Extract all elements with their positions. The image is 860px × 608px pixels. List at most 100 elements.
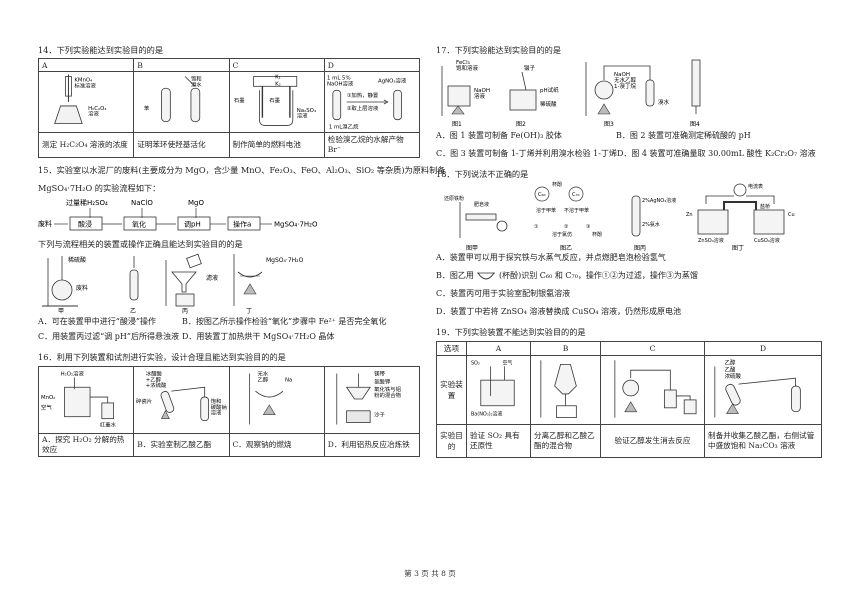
q16-caption-c: C．观察钠的燃烧 (228, 433, 325, 457)
q15-flow-reagent3: MgO (188, 199, 204, 207)
q15-flow-start: 废料 (38, 219, 52, 228)
q15-fig-ding: 丁 (246, 308, 252, 314)
q15-option-d: D．用装置丁加热烘干 MgSO₄·7H₂O 晶体 (182, 332, 335, 341)
q15-fig-filtrate: 滤液 (206, 274, 218, 282)
q18-fig-sol1: 溶于甲苯 (536, 207, 556, 214)
q19-fig-c (600, 355, 705, 425)
q15-flow-box1: 酸浸 (78, 220, 92, 229)
q15-options-row-1: A．可在装置甲中进行“酸浸”操作 B．按图乙所示操作检验“氧化”步骤中 Fe²⁺… (38, 316, 420, 328)
q19-d-2: 乙酸 (725, 365, 736, 373)
q17-fig-naoh2: 溶液 (474, 92, 486, 100)
q18-fig-agno3: 2%AgNO₃溶液 (642, 197, 676, 204)
q14-a-label-h2c2o4: H₂C₂O₄ (88, 106, 107, 112)
q19-fig-b (530, 355, 601, 425)
q19-header-b: B (530, 341, 601, 356)
thermite-icon: 镁带 氯酸钾 氧化铁与铝 粉的混合物 沙子 (336, 369, 401, 425)
q19-header-a: A (466, 341, 531, 356)
q15-apparatus-figure: 稀硫酸 废料 甲 乙 滤液 丙 MgSO₄·7H₂O 丁 (42, 253, 304, 314)
q14-fig-b: 饱和 溴水 苯 (133, 71, 230, 133)
q15-options-row-2: C．用装置丙过滤“调 pH”后所得悬浊液 D．用装置丁加热烘干 MgSO₄·7H… (38, 331, 420, 343)
q18-apparatus-figure: 还原铁粉 肥皂液 图甲 C₆₀ C₇₀ 杯酚 溶于甲苯 不溶于甲苯 ① ② ③ … (444, 181, 795, 252)
q14-a-label-std: 标准溶液 (74, 81, 96, 89)
q16-fig-c: Na 无水 乙醇 (228, 366, 325, 434)
q16-d-mix: 氧化铁与铝 (374, 385, 401, 393)
ester-prep-icon: 冰醋酸 +乙醇 +浓硫酸 碎瓷片 饱和 碳酸钠 溶液 (136, 369, 227, 422)
q14-b-label-water: 饱和 (191, 74, 202, 82)
q16-a-air: 空气 (41, 403, 52, 411)
q16-d-kclo3: 氯酸钾 (374, 377, 390, 385)
q19-header-c: C (600, 341, 705, 356)
q17-options-row-2: C．图 3 装置可制备 1-丁烯并利用溴水检验 1-丁烯 D．图 4 装置可准确… (436, 148, 822, 160)
q14-caption-d: 检验溴乙烷的水解产物 Br⁻ (323, 132, 421, 158)
q18-option-b-prefix: B．图乙用 (436, 271, 474, 280)
q19-d-1: 乙醇 (725, 358, 736, 366)
q15-stem-1: 15．实验室以水泥厂的废料(主要成分为 MgO，含少量 MnO、Fe₂O₃、Fe… (38, 165, 446, 175)
q17-fig-r3-2: 无水乙醇 (614, 76, 637, 84)
q16-b-mix2: 碳酸钠 (211, 403, 227, 411)
q18-fig-iron: 还原铁粉 (444, 195, 464, 202)
q16-b-chips: 碎瓷片 (136, 397, 152, 405)
q18-fig-bridge: 盐桥 (760, 203, 770, 210)
q17-option-c: C．图 3 装置可制备 1-丁烯并利用溴水检验 1-丁烯 (436, 149, 617, 158)
q16-b-ethanol: +乙醇 (146, 375, 162, 383)
q19-fig-a: SO₂ 空气 Ba(NO₃)₂溶液 (466, 355, 531, 425)
h2o2-decomposition-icon: H₂O₂溶液 MnO₂ 空气 红墨水 (41, 369, 117, 428)
q14-stem: 14．下列实验能达到实验目的的是 (38, 45, 164, 55)
q17-fig-br: 溴水 (658, 98, 670, 106)
q16-caption-b: B．实验室制乙酸乙酯 (133, 433, 230, 457)
q16-a-mno2: MnO₂ (41, 395, 55, 401)
q18-fig-cal2: 杯酚 (592, 231, 602, 238)
q14-caption-b: 证明苯环使羟基活化 (133, 132, 230, 158)
q14-header-c: C (228, 58, 325, 72)
q15-flow-box2: 氧化 (132, 220, 146, 229)
q17-fig-ph: pH试纸 (540, 86, 559, 94)
q14-d-label-line1: 1 mL 5% (327, 75, 351, 81)
q14-b-label-benzene: 苯 (144, 104, 150, 112)
q17-fig-label-2: 图2 (516, 121, 526, 128)
q18-fig-meter: 电流表 (748, 183, 763, 190)
q17-fig-label-3: 图3 (604, 121, 614, 128)
test-tubes-icon: 饱和 溴水 苯 (144, 74, 203, 123)
q19-stem: 19．下列实验装置不能达到实验目的的是 (436, 327, 586, 337)
q17-option-b: B．图 2 装置可准确测定稀硫酸的 pH (616, 131, 751, 140)
q19-caption-a: 验证 SO₂ 具有还原性 (466, 424, 531, 458)
q14-table: A B C D KMnO₄ 标准溶液 H₂C₂O₄ 溶液 (37, 58, 421, 158)
q14-c-label-na2so4-2: 溶液 (296, 112, 307, 120)
q16-stem: 16．利用下列装置和试剂进行实验，设计合理且能达到实验目的的是 (38, 352, 286, 362)
q17-fig-fecl3-2: 饱和溶液 (456, 64, 479, 72)
q18-option-c: C．装置丙可用于实验室配制银氨溶液 (436, 289, 571, 298)
q14-fig-a: KMnO₄ 标准溶液 H₂C₂O₄ 溶液 (37, 71, 135, 133)
q14-a-label-soln: 溶液 (88, 110, 99, 118)
q16-a-h2o2: H₂O₂溶液 (61, 369, 85, 377)
q18-fig-c60: C₆₀ (538, 192, 546, 198)
q17-fig-label-1: 图1 (452, 121, 462, 128)
q14-c-label-k2: K₂ (275, 81, 281, 87)
q18-fig-op1: ① (534, 224, 539, 230)
calixarene-bowl-icon (477, 272, 496, 280)
q19-row1-label: 实验装置 (436, 355, 467, 425)
sodium-burning-icon: Na 无水 乙醇 (248, 369, 292, 425)
q17-options-row-1: A．图 1 装置可制备 Fe(OH)₃ 胶体 B．图 2 装置可准确测定稀硫酸的… (436, 130, 822, 142)
q18-option-b: B．图乙用 (杯酚)识别 C₆₀ 和 C₇₀，操作①②为过滤，操作③为蒸馏 (436, 270, 822, 282)
q18-fig-yi: 图乙 (560, 245, 572, 252)
q16-d-mg: 镁带 (374, 369, 385, 377)
q15-fig-yi: 乙 (130, 308, 136, 314)
q16-c-ethanol2: 无水 (257, 369, 268, 377)
q14-d-label-step2: ②取上层溶液 (346, 104, 378, 112)
q16-d-mix2: 粉的混合物 (374, 391, 401, 399)
q17-stem: 17．下列实验能达到实验目的的是 (436, 45, 562, 55)
q17-fig-naoh: NaOH (474, 88, 490, 94)
q15-fig-acid: 稀硫酸 (68, 256, 86, 264)
q14-c-label-graphite1: 石墨 (233, 97, 244, 104)
right-column: 17．下列实验能达到实验目的的是 FeCl₃ 饱和溶液 NaOH 溶液 图1 镊… (436, 44, 822, 458)
titration-flask-icon: KMnO₄ 标准溶液 H₂C₂O₄ 溶液 (54, 74, 107, 124)
q18-fig-jia: 图甲 (466, 245, 478, 252)
ester-collection-icon: 乙醇 乙酸 浓硫酸 (714, 358, 801, 418)
q15-option-a: A．可在装置甲中进行“酸浸”操作 (38, 317, 156, 326)
ethanol-elimination-icon (614, 360, 697, 418)
q18-fig-c70: C₇₀ (572, 192, 580, 198)
q18-fig-zn: Zn (686, 212, 693, 218)
q16-caption-d: D．利用铝热反应冶炼铁 (323, 433, 421, 457)
q15-fig-crystal-label: MgSO₄·7H₂O (266, 257, 304, 264)
q18-option-a: A．装置甲可以用于探究铁与水蒸气反应，并点燃肥皂泡检验氢气 (436, 253, 666, 262)
